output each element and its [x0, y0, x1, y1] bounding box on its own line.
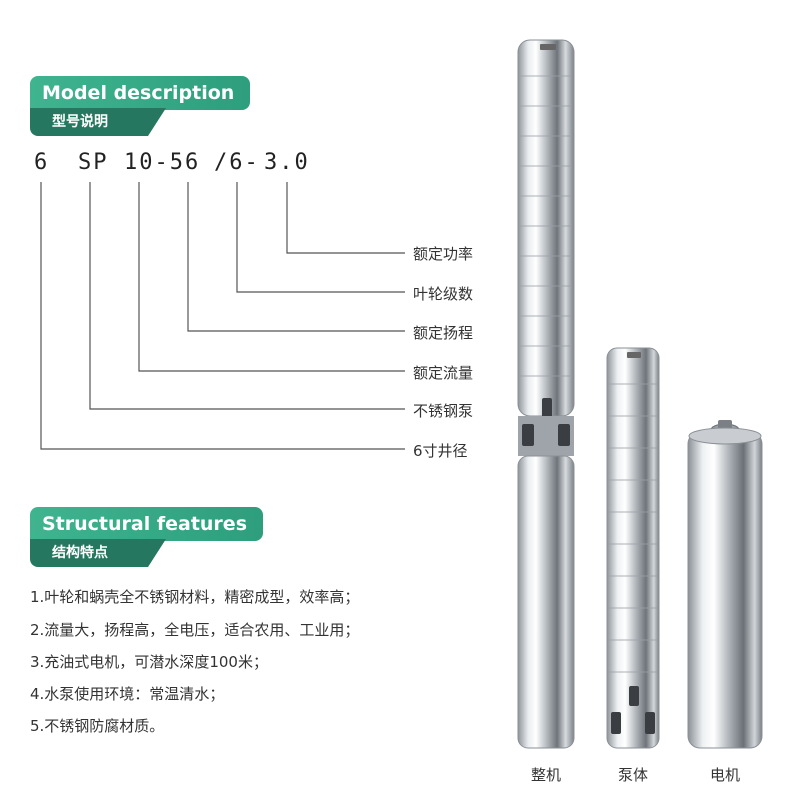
feature-item: 5.不锈钢防腐材质。 [30, 717, 165, 735]
connector-stages [236, 182, 405, 293]
code-part-series: SP [78, 150, 109, 175]
connector-head [187, 182, 405, 332]
connector-power [286, 182, 405, 254]
legend-rated-power: 额定功率 [413, 245, 474, 263]
code-part-stages: /6- [214, 150, 260, 175]
legend-rated-head: 额定扬程 [413, 324, 474, 342]
connector-flow [138, 182, 405, 372]
feature-item: 2.流量大，扬程高，全电压，适合农用、工业用； [30, 621, 360, 639]
connector-well [40, 182, 405, 450]
code-part-well: 6 [34, 150, 50, 175]
complete-pump-image [517, 39, 575, 749]
feature-item: 4.水泵使用环境：常温清水； [30, 685, 225, 703]
legend-well-diameter: 6寸井径 [413, 442, 468, 460]
feature-item: 1.叶轮和蜗壳全不锈钢材料，精密成型，效率高； [30, 588, 360, 606]
code-part-power: 3.0 [264, 150, 310, 175]
code-part-flow-head: 10-56 [124, 150, 201, 175]
pump-body-image [606, 347, 660, 749]
connector-series [89, 182, 405, 410]
caption-complete-unit: 整机 [530, 766, 562, 784]
caption-motor: 电机 [709, 766, 741, 784]
structural-features-title: Structural features [30, 507, 264, 541]
motor-image [687, 420, 763, 749]
legend-impeller-stages: 叶轮级数 [413, 285, 474, 303]
model-code-connector-lines [40, 182, 405, 450]
legend-stainless-pump: 不锈钢泵 [413, 402, 474, 420]
model-description-subtitle: 型号说明 [30, 108, 166, 136]
model-description-title: Model description [30, 76, 251, 110]
caption-pump-body: 泵体 [617, 766, 649, 784]
structural-features-subtitle: 结构特点 [30, 539, 166, 567]
feature-item: 3.充油式电机，可潜水深度100米； [30, 653, 268, 671]
legend-rated-flow: 额定流量 [413, 364, 474, 382]
